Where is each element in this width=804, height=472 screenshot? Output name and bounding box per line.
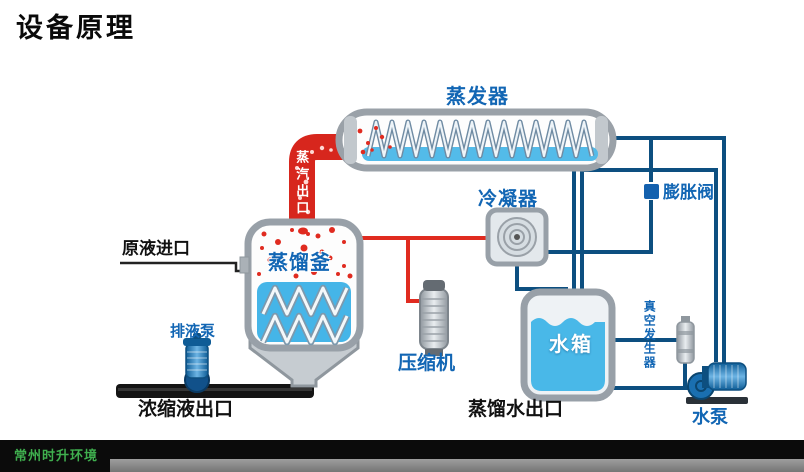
vacuum-generator-label: 真空发生器 <box>642 300 657 370</box>
drain-pump-label: 排液泵 <box>170 323 216 340</box>
distilled-water-outlet-label: 蒸馏水出口 <box>468 399 564 420</box>
tank-water <box>531 318 605 391</box>
kettle-coil <box>260 284 350 346</box>
evaporator-label: 蒸发器 <box>446 86 509 108</box>
compressor-label: 压缩机 <box>398 353 456 374</box>
raw-liquid-inlet-label: 原液进口 <box>122 239 190 258</box>
bottom-gray-strip <box>110 459 804 472</box>
evaporator <box>335 108 617 172</box>
kettle-boil-speckles <box>257 227 353 279</box>
condenser <box>485 207 549 267</box>
raw-inlet-line <box>120 261 252 273</box>
expansion-valve-icon <box>644 184 659 199</box>
pipe-speckles <box>295 145 333 228</box>
page-title: 设备原理 <box>16 13 136 43</box>
watermark: 常州时升环境 <box>14 448 99 463</box>
distillation-kettle <box>239 218 364 388</box>
hot-pipes <box>289 134 490 303</box>
expansion-valve-label: 膨胀阀 <box>663 183 714 202</box>
water-pump-label: 水泵 <box>692 407 728 427</box>
steam-riser-pipe <box>289 134 346 240</box>
water-pump <box>686 362 748 404</box>
water-tank <box>520 288 616 402</box>
inlet-fitting <box>239 256 250 274</box>
concentrate-outlet-label: 浓缩液出口 <box>138 399 234 420</box>
bottom-bar: 常州时升环境 <box>0 440 804 472</box>
cold-pipes <box>515 136 726 390</box>
drain-pump <box>183 333 211 393</box>
evaporator-speckles <box>357 126 392 155</box>
concentrate-pipe <box>116 384 314 398</box>
condenser-fan-hub <box>514 234 520 240</box>
condenser-label: 冷凝器 <box>478 189 539 210</box>
water-tank-label: 水箱 <box>549 334 593 356</box>
distillation-kettle-label: 蒸馏釜 <box>268 252 331 274</box>
steam-outlet-label: 蒸汽出口 <box>294 150 310 218</box>
vacuum-generator <box>676 316 695 364</box>
evaporator-coil <box>365 119 595 159</box>
compressor <box>419 280 449 356</box>
